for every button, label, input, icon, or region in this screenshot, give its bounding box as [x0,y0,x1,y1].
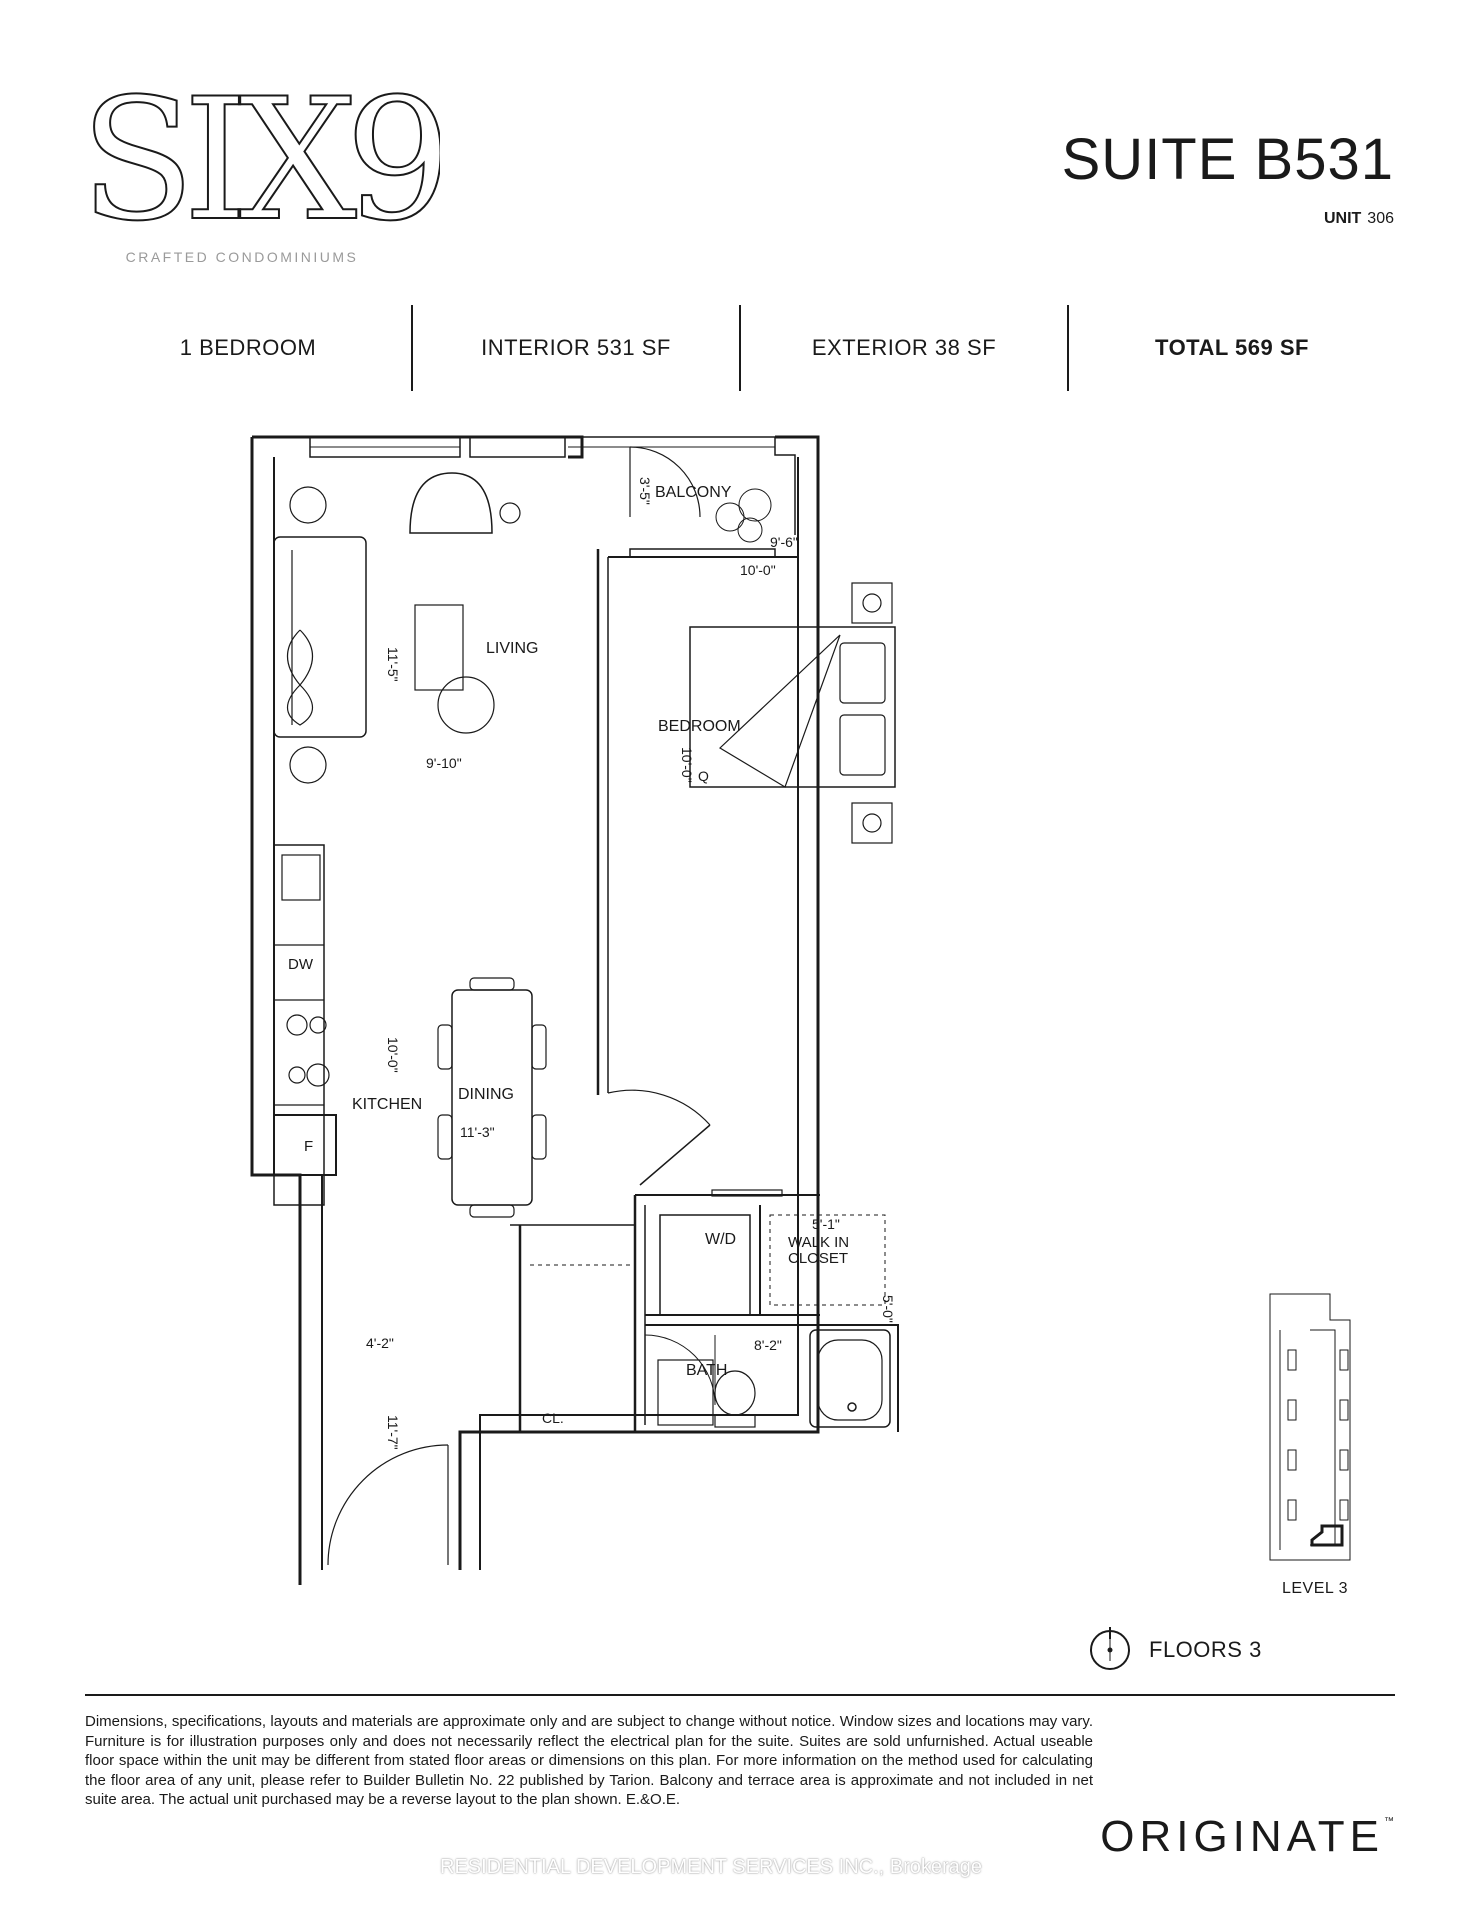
key-plan-label: LEVEL 3 [1281,1580,1349,1597]
appliance-label-fridge: F [304,1138,313,1155]
unit-line: UNIT 306 [1324,210,1394,228]
dim-bedroom-depth: 10'-0" [679,747,695,783]
key-plan-drawing [1269,1293,1351,1561]
bed-size-label: Q [698,768,709,784]
dim-living-width: 9'-10" [426,755,462,771]
room-label-balcony: BALCONY [655,484,732,501]
dim-living-depth: 11'-5" [385,647,401,682]
unit-number: 306 [1367,210,1394,227]
room-label-walk-in-2: CLOSET [788,1250,848,1267]
stat-total: TOTAL 569 SF [1155,335,1309,360]
brand-logo: SIX99 [79,61,549,259]
floors-indicator: FLOORS 3 [1085,1625,1262,1675]
footer-divider [85,1694,1395,1696]
developer-name: ORIGINATE [1100,1812,1384,1861]
suite-title: SUITE B531 [1061,127,1394,192]
dim-bedroom-width: 10'-0" [740,562,776,578]
suite-stats-bar: 1 BEDROOM INTERIOR 531 SF EXTERIOR 38 SF… [85,305,1395,391]
stat-interior: INTERIOR 531 SF [413,305,741,391]
floors-label: FLOORS 3 [1149,1637,1262,1662]
trademark-mark: ™ [1384,1816,1394,1827]
dim-foyer-width: 4'-2" [366,1335,394,1351]
room-label-bedroom: BEDROOM [658,718,741,735]
brand-tagline: CRAFTED CONDOMINIUMS [125,249,359,265]
room-label-living: LIVING [486,640,538,657]
appliance-label-dw: DW [288,956,314,973]
key-plan: LEVEL 3 [1250,1290,1380,1600]
room-label-walk-in-1: WALK IN [788,1234,849,1251]
dim-bath-width: 8'-2" [754,1337,782,1353]
room-label-closet: CL. [542,1410,564,1426]
dim-kitchen-width: 11'-3" [460,1124,495,1140]
brokerage-watermark: RESIDENTIAL DEVELOPMENT SERVICES INC., B… [440,1856,983,1878]
stat-exterior: EXTERIOR 38 SF [741,305,1069,391]
room-label-kitchen: KITCHEN [352,1096,422,1113]
disclaimer-text: Dimensions, specifications, layouts and … [85,1713,1093,1808]
compass-icon [1090,1627,1130,1670]
developer-logo: ORIGINATE™ [1100,1812,1394,1862]
unit-label: UNIT [1323,210,1362,227]
room-label-bath: BATH [686,1362,727,1379]
dim-bath-depth: 5'-0" [880,1295,896,1323]
room-label-wd: W/D [705,1231,736,1248]
dim-closet-width: 5'-1" [812,1216,840,1232]
floor-plan: BALCONY LIVING BEDROOM DINING KITCHEN W/… [240,425,980,1585]
dim-balcony-depth: 3'-5" [637,477,653,505]
dim-balcony-width: 9'-6" [770,534,798,550]
stat-bedrooms: 1 BEDROOM [85,305,413,391]
logo-wordmark: SIX99 [80,78,440,228]
dim-foyer-depth: 11'-7" [385,1415,401,1450]
six99-logo-mark: SIX99 [79,61,549,259]
room-label-dining: DINING [458,1086,514,1103]
dim-kitchen-depth: 10'-0" [385,1037,401,1073]
floor-plan-drawing: BALCONY LIVING BEDROOM DINING KITCHEN W/… [250,435,899,1585]
